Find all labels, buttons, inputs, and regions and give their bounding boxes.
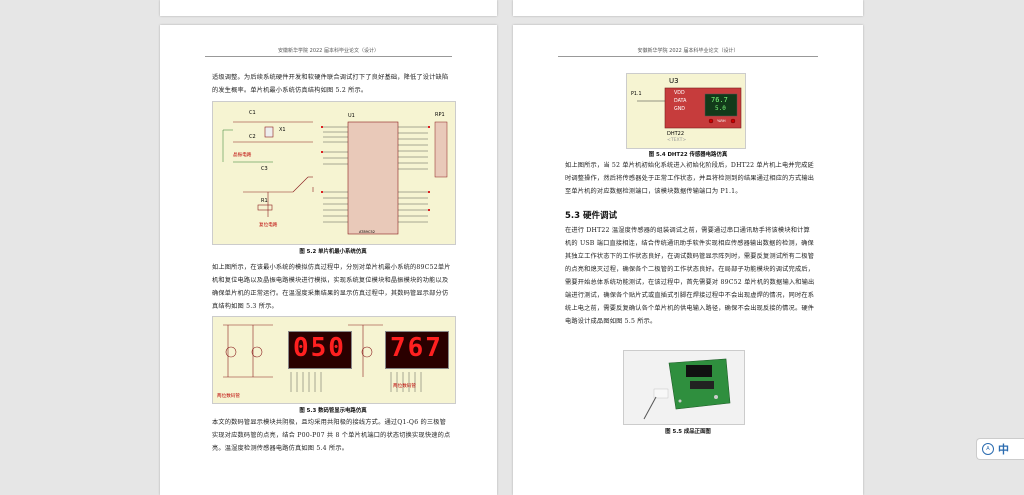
seg-value-left: 050	[293, 333, 346, 363]
label-c3: C3	[261, 166, 268, 172]
label-r1: R1	[261, 198, 268, 204]
figure-caption: 图 5.5 成品正面图	[665, 429, 711, 435]
label-c2: C2	[249, 134, 256, 140]
label-x1: X1	[279, 127, 286, 133]
dht22-drawing	[637, 87, 742, 129]
language-label: 中	[998, 443, 1009, 456]
section-heading: 5.3 硬件调试	[565, 211, 618, 221]
seven-segment-display-left: 050	[288, 331, 352, 369]
label-data: DATA	[674, 99, 687, 104]
text-placeholder: <TEXT>	[667, 138, 687, 143]
page-header: 安徽新华学院 2022 届本科毕业论文（设计）	[278, 48, 379, 54]
mcu-model-label: AT89C52	[359, 230, 376, 234]
seven-segment-display-right: 767	[385, 331, 449, 369]
figure-caption: 图 5.4 DHT22 传感器电路仿真	[648, 152, 728, 158]
language-toggle-button[interactable]: A 中	[976, 438, 1024, 460]
label-u1: U1	[348, 113, 355, 119]
paragraph: 如上图所示，当 52 单片机初始化系统进入初始化阶段后，DHT22 单片机上电并…	[565, 162, 815, 195]
seven-segment-figure: 050 767 两位数码管 两位数码管	[212, 316, 456, 404]
previous-page-bottom-left	[160, 0, 497, 16]
mcu-schematic-figure: C1 C2 X1 晶振电路 C3 R1 复位电路 U1 AT89C52 RP1	[212, 101, 456, 245]
schematic-drawing	[222, 121, 448, 235]
previous-page-bottom-right	[513, 0, 863, 16]
humidity-reading: 76.7	[711, 96, 728, 104]
header-divider	[205, 56, 452, 57]
label-rp1: RP1	[435, 112, 445, 118]
transistor-drawing	[223, 324, 422, 392]
figure-caption: 图 5.3 数码管显示电路仿真	[299, 408, 367, 414]
product-photo	[623, 350, 745, 425]
label-gnd: GND	[674, 107, 685, 112]
reset-circuit-label: 复位电路	[259, 223, 278, 228]
unit-label: %RH	[717, 119, 726, 123]
label-c1: C1	[249, 110, 256, 116]
paragraph: 本文的数码管显示模块共阴极，且均采用共阳极的接线方式。通过Q1-Q6 的三极管实…	[212, 419, 451, 452]
crystal-circuit-label: 晶振电路	[233, 153, 252, 158]
translate-icon: A	[982, 443, 994, 455]
paragraph: 如上图所示，在该最小系统的模拟仿真过程中，分别对单片机最小系统的89C52单片机…	[212, 264, 451, 310]
digit-label-right: 两位数码管	[393, 384, 416, 389]
paragraph: 适级调整。为后续系统硬件开发和软硬件联合调试打下了良好基础，降低了设计缺陷的发生…	[212, 74, 449, 94]
pcb-photo-drawing	[624, 351, 744, 424]
label-pin: P1.1	[631, 92, 642, 97]
figure-caption: 图 5.2 单片机最小系统仿真	[299, 249, 367, 255]
paragraph: 在进行 DHT22 温湿度传感器的组装调试之前，需要通过串口通讯助手将该模块和计…	[565, 227, 815, 325]
label-vdd: VDD	[674, 91, 685, 96]
digit-label-left: 两位数码管	[217, 394, 240, 399]
model-label: DHT22	[667, 131, 685, 137]
document-page-left: 安徽新华学院 2022 届本科毕业论文（设计） 适级调整。为后续系统硬件开发和软…	[160, 25, 497, 495]
header-divider	[558, 56, 818, 57]
dht22-figure: U3 P1.1 VDD DATA GND 76.7 5.0 %RH DHT22 …	[626, 73, 746, 149]
document-page-right: 安徽新华学院 2022 届本科毕业论文（设计） U3 P1.1 VDD DATA…	[513, 25, 863, 495]
page-header: 安徽新华学院 2022 届本科毕业论文（设计）	[637, 48, 739, 54]
temperature-reading: 5.0	[715, 105, 726, 112]
seg-value-right: 767	[390, 333, 443, 363]
label-u3: U3	[669, 77, 679, 85]
